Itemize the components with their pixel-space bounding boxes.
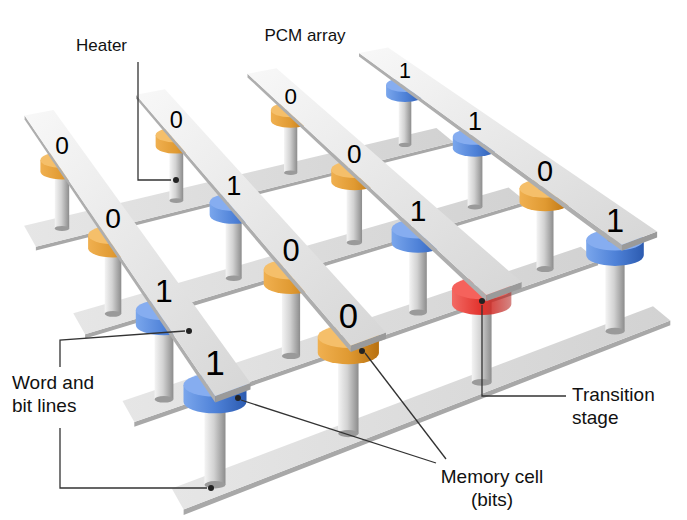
part-label: Memory cell (bits) — [430, 466, 554, 512]
leader-dot — [173, 177, 179, 183]
leader-dot — [186, 328, 192, 334]
pillar-foot — [169, 198, 183, 203]
pillar-foot — [605, 328, 624, 335]
pillar-foot — [155, 396, 174, 403]
bit-value: 0 — [537, 157, 553, 186]
part-label: Word and bit lines — [12, 372, 117, 418]
cell-array — [25, 47, 658, 488]
pillar-foot — [205, 481, 226, 488]
word-line-leader — [60, 331, 185, 367]
bar-top — [248, 68, 522, 295]
pillar-foot — [347, 240, 362, 245]
bar-side — [359, 53, 622, 251]
pillar-foot — [226, 275, 242, 281]
bit-value: 0 — [284, 86, 296, 108]
bit-value: 1 — [205, 346, 225, 382]
bit-value: 0 — [170, 109, 183, 133]
part-label: Heater — [76, 36, 127, 56]
pillar-foot — [284, 170, 297, 175]
bit-value: 1 — [226, 173, 241, 200]
part-label: Transition stage — [572, 384, 680, 430]
leader-dot — [235, 395, 241, 401]
pillar-foot — [468, 204, 483, 209]
bit-value: 0 — [105, 204, 121, 232]
pillar-foot — [409, 309, 427, 315]
bit-value: 1 — [468, 109, 482, 134]
bit-value: 0 — [339, 299, 358, 334]
leader-dot — [479, 298, 485, 304]
bit-line-leader — [60, 428, 207, 488]
bit-value: 0 — [347, 141, 362, 167]
memory-cell-leader — [241, 400, 436, 463]
pillar-foot — [282, 353, 300, 359]
heater-leader — [138, 62, 171, 180]
bar-side — [25, 116, 216, 403]
word-line-bar — [248, 68, 522, 301]
leader-dot — [208, 485, 214, 491]
bit-value: 0 — [282, 236, 299, 267]
bit-value: 0 — [55, 133, 69, 158]
bit-value: 1 — [155, 275, 173, 307]
leader-dot — [359, 348, 365, 354]
pillar-foot — [338, 430, 358, 437]
figure-title: PCM array — [245, 26, 365, 46]
bit-value: 1 — [399, 62, 411, 83]
pillar-foot — [105, 311, 122, 317]
bit-value: 1 — [410, 196, 427, 226]
pillar-foot — [537, 266, 554, 272]
bit-value: 1 — [606, 205, 624, 238]
transition-leader — [482, 305, 566, 396]
pillar-foot — [399, 143, 412, 147]
pillar-foot — [55, 226, 69, 231]
memory-cell-leader — [365, 353, 446, 459]
